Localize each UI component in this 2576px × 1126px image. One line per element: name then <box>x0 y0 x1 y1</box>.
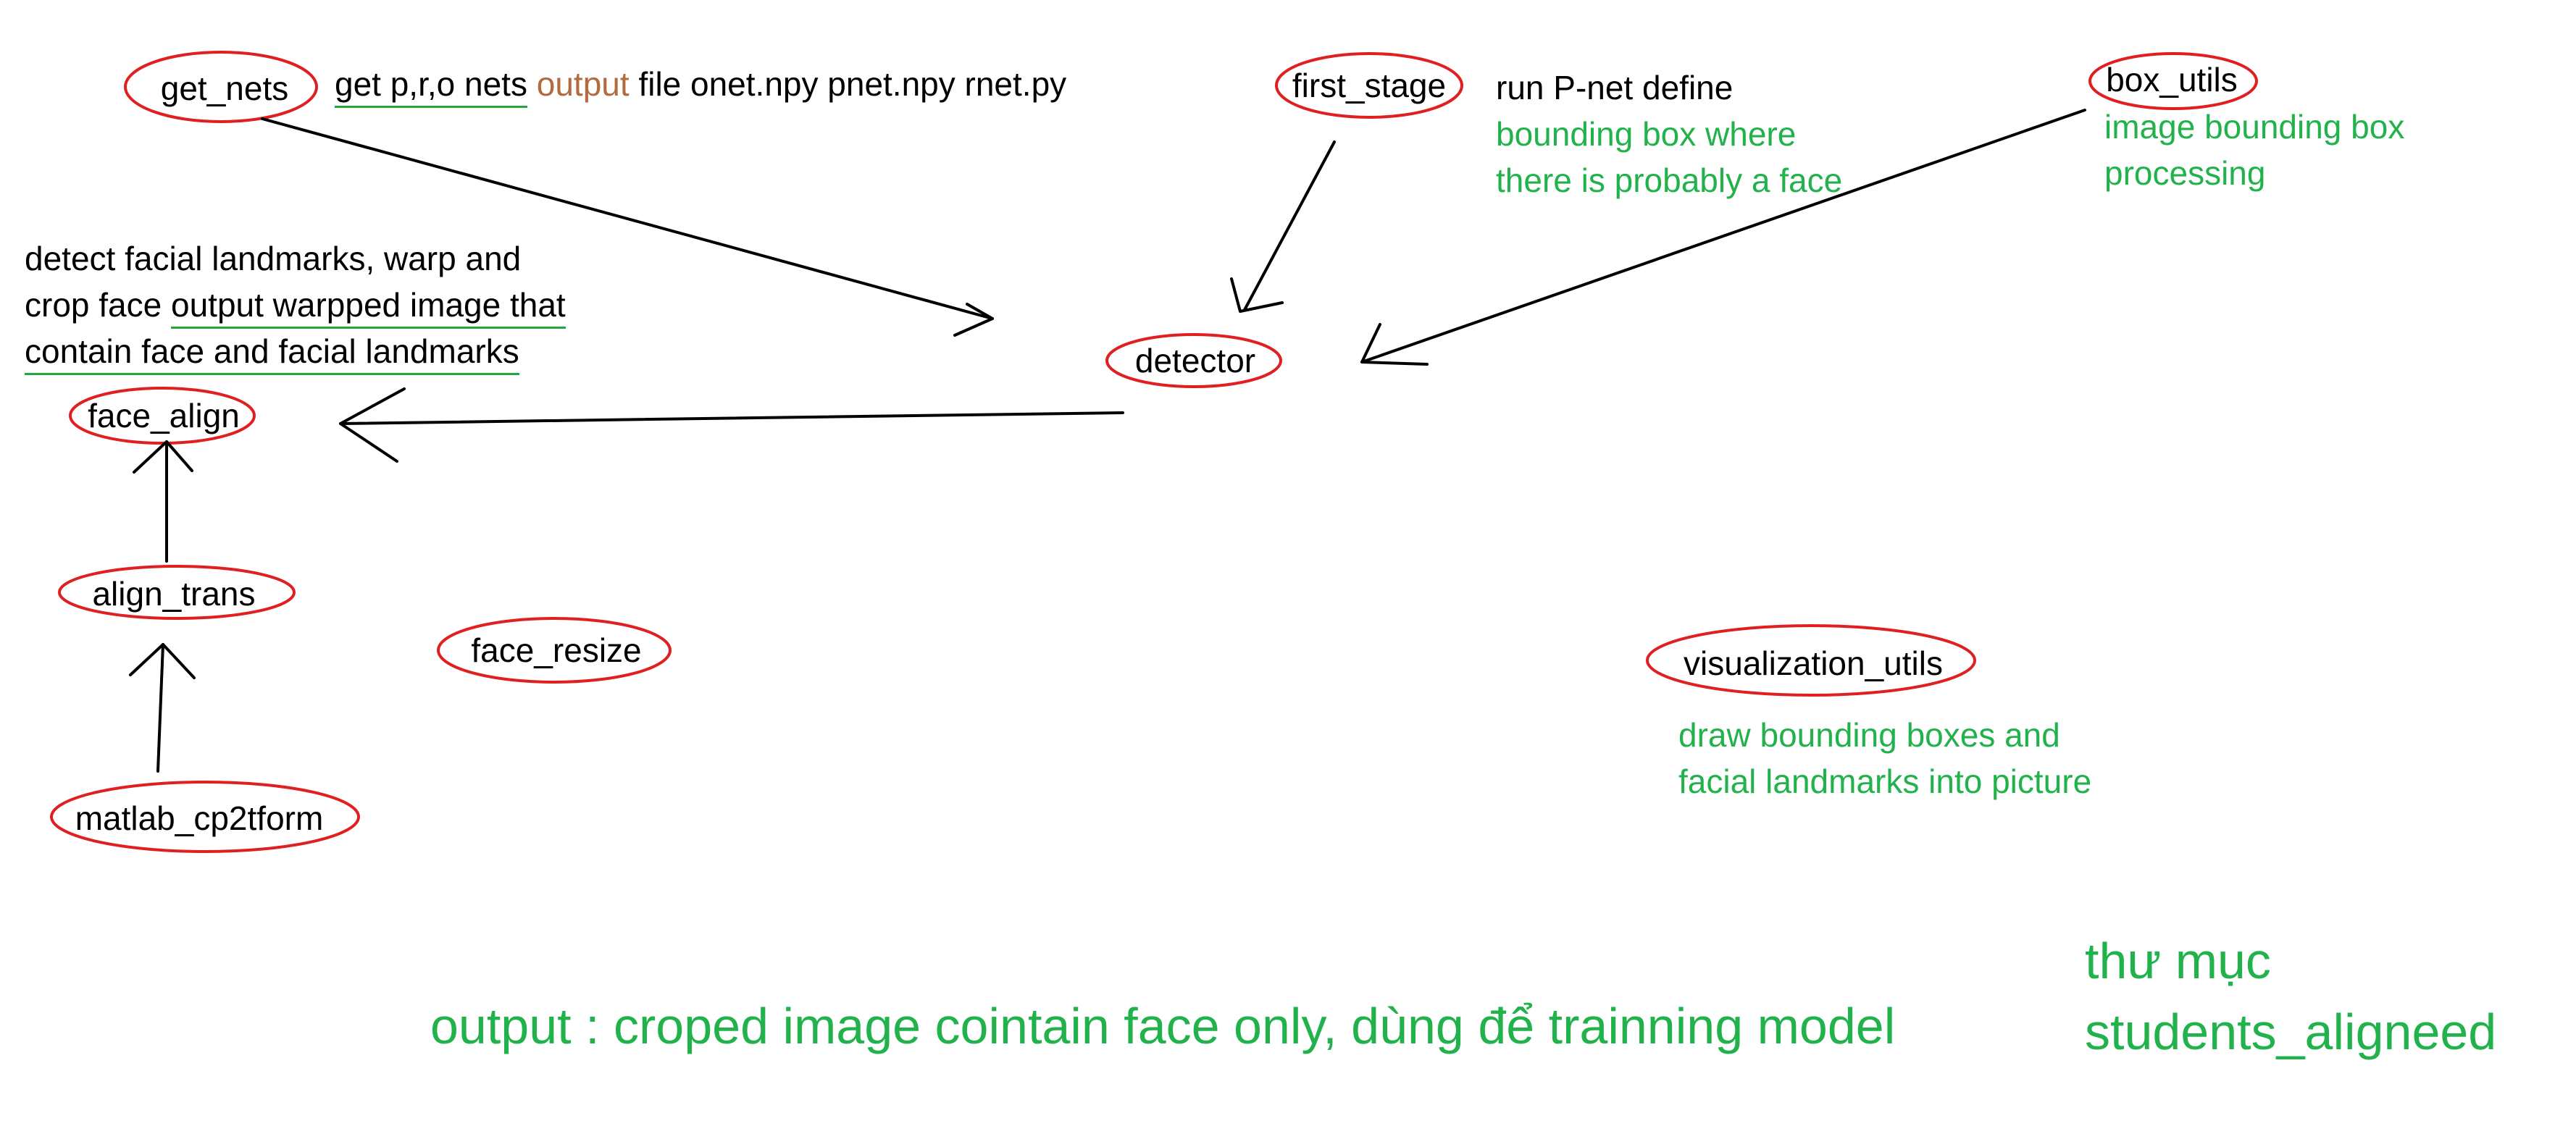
note-visualization-utils-line1: draw bounding boxes and <box>1678 716 2060 754</box>
note-box-utils-line2: processing <box>2104 154 2266 192</box>
note-first-stage-line1: run P-net define <box>1496 69 1734 106</box>
note-face-align-line1: detect facial landmarks, warp and <box>25 240 522 277</box>
folder-line1: thư mục <box>2085 933 2271 989</box>
ellipse-box-utils <box>2088 52 2258 110</box>
note-face-align-line2a: crop face <box>25 286 162 324</box>
ellipse-get-nets <box>124 51 318 123</box>
node-face-resize: face_resize <box>471 631 642 669</box>
note-get-nets-part3: file onet.npy pnet.npy rnet.py <box>638 65 1067 103</box>
note-face-align-line2: crop face output warpped image that <box>25 286 566 329</box>
node-face-align: face_align <box>88 397 240 434</box>
ellipse-matlab-cp2tform <box>50 781 360 853</box>
ellipse-visualization-utils <box>1646 624 1976 697</box>
node-get-nets: get_nets <box>160 70 289 107</box>
note-first-stage-line3: there is probably a face <box>1496 161 1843 199</box>
ellipse-detector <box>1105 333 1282 388</box>
folder-line2: students_aligneed <box>2085 1004 2497 1060</box>
arrow-first-stage-to-detector <box>1230 140 1336 313</box>
node-matlab-cp2tform: matlab_cp2tform <box>75 799 324 837</box>
note-get-nets-part1: get p,r,o nets <box>335 65 527 108</box>
node-box-utils: box_utils <box>2106 61 2238 98</box>
node-align-trans: align_trans <box>92 575 256 613</box>
node-first-stage: first_stage <box>1292 67 1447 104</box>
note-box-utils-line1: image bounding box <box>2104 108 2405 146</box>
ellipse-first-stage <box>1275 52 1463 119</box>
note-face-align-line3: contain face and facial landmarks <box>25 332 519 375</box>
note-visualization-utils-line2: facial landmarks into picture <box>1678 762 2092 800</box>
node-visualization-utils: visualization_utils <box>1684 644 1943 682</box>
ellipse-face-align <box>69 387 256 445</box>
arrow-align-trans-to-face-align <box>133 440 193 563</box>
node-detector: detector <box>1134 342 1256 379</box>
arrow-matlab-to-align-trans <box>129 643 196 773</box>
note-get-nets: get p,r,o nets output file onet.npy pnet… <box>335 65 1067 108</box>
note-get-nets-part2: output <box>536 65 630 103</box>
ellipse-align-trans <box>58 565 296 620</box>
note-face-align-line3-text: contain face and facial landmarks <box>25 332 519 375</box>
arrow-detector-to-face-align <box>339 387 1124 463</box>
output-text: output : croped image cointain face only… <box>430 998 1896 1054</box>
note-face-align-line2b: output warpped image that <box>171 286 566 329</box>
arrow-box-utils-to-detector <box>1360 109 2086 366</box>
arrow-get-nets-to-detector <box>261 117 994 337</box>
note-first-stage-line2: bounding box where <box>1496 115 1797 153</box>
ellipse-face-resize <box>437 617 672 684</box>
